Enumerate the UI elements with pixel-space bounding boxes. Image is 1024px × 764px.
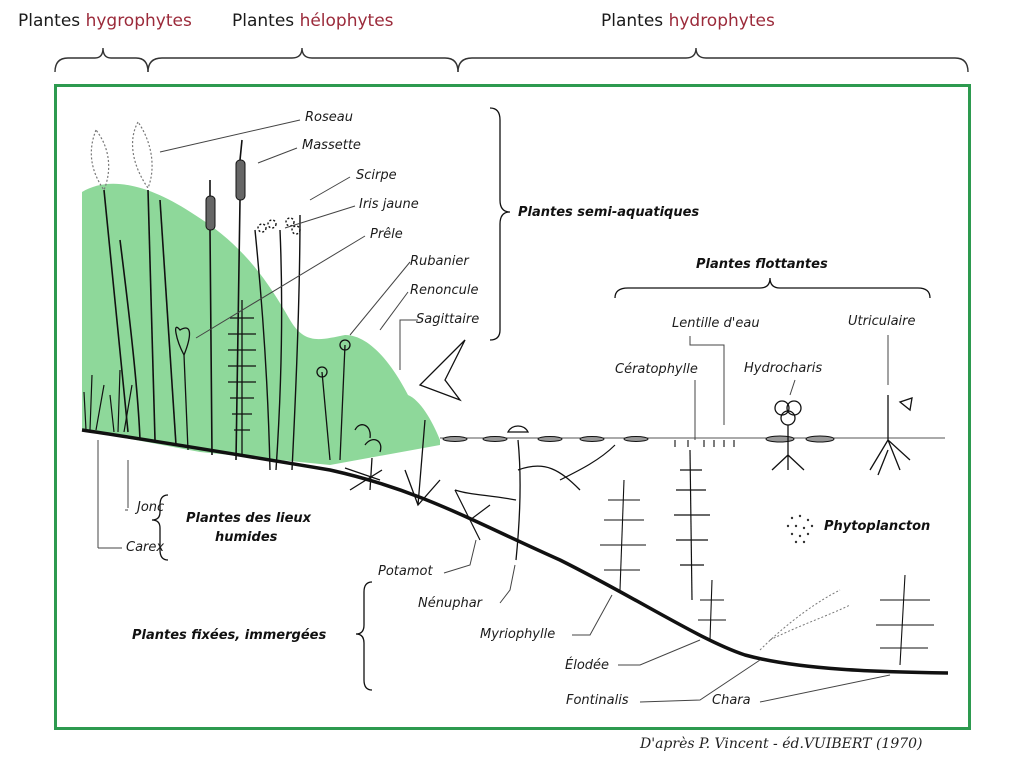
- zone-header: Plantes hygrophytes Plantes hélophytes P…: [0, 0, 1024, 80]
- jonc-plant: [83, 369, 133, 433]
- label-utriculaire: Utriculaire: [848, 314, 916, 329]
- group-fixees-immergees: Plantes fixées, immergées: [132, 628, 327, 643]
- label-sagittaire: Sagittaire: [416, 312, 480, 327]
- label-ceratophylle: Cératophylle: [615, 362, 698, 377]
- iris-plant: [174, 326, 191, 451]
- header-braces: [54, 47, 969, 73]
- floating-leaves: [442, 435, 835, 443]
- group-braces: [151, 107, 931, 691]
- label-myriophylle: Myriophylle: [480, 627, 556, 642]
- label-roseau: Roseau: [305, 110, 353, 125]
- lake-bed-profile: [81, 428, 949, 675]
- reed-stems: [103, 189, 177, 446]
- lentille-plant: [674, 440, 735, 447]
- leader-lines: [97, 119, 891, 703]
- label-massette: Massette: [302, 138, 361, 153]
- elodee-plant: [698, 579, 726, 641]
- myriophylle-plant: [600, 479, 646, 591]
- renoncule-plant: [344, 424, 383, 491]
- massette-plant: [205, 139, 246, 461]
- source-credit: D'après P. Vincent - éd.VUIBERT (1970): [640, 736, 923, 752]
- prele-plant: [228, 300, 256, 455]
- diagram-frame: [54, 84, 971, 730]
- header-hydrophytes: Plantes hydrophytes: [601, 11, 775, 31]
- rubanier-plant: [316, 339, 351, 461]
- hydrocharis-plant: [771, 400, 805, 471]
- label-potamot: Potamot: [378, 564, 433, 579]
- label-rubanier: Rubanier: [410, 254, 469, 269]
- fontinalis-plant: [759, 589, 851, 651]
- label-nenuphar: Nénuphar: [418, 596, 483, 611]
- scirpe-plant: [254, 214, 301, 471]
- label-scirpe: Scirpe: [356, 168, 397, 183]
- nenuphar-plant: [454, 425, 581, 561]
- group-flottantes: Plantes flottantes: [696, 257, 828, 272]
- header-hygrophytes: Plantes hygrophytes: [18, 11, 192, 31]
- label-renoncule: Renoncule: [410, 283, 479, 298]
- label-carex: Carex: [126, 540, 165, 555]
- label-jonc: Jonc: [137, 500, 165, 515]
- phytoplancton-dots: [786, 514, 814, 544]
- label-prele: Prêle: [370, 227, 403, 242]
- label-hydrocharis: Hydrocharis: [744, 361, 823, 376]
- label-elodee: Élodée: [565, 658, 610, 673]
- header-helophytes: Plantes hélophytes: [232, 11, 394, 31]
- group-lieux-humides-line2: humides: [215, 530, 278, 545]
- label-chara: Chara: [712, 693, 751, 708]
- utriculaire-plant: [869, 395, 913, 476]
- bank-green-area: [82, 183, 440, 465]
- label-fontinalis: Fontinalis: [566, 693, 629, 708]
- group-lieux-humides-line1: Plantes des lieux: [186, 511, 312, 526]
- roseau-plant: [90, 120, 153, 192]
- potamot-plant: [454, 444, 616, 541]
- sagittaire-plant: [404, 339, 466, 507]
- chara-plant: [876, 574, 934, 666]
- ceratophylle-plant: [674, 449, 710, 601]
- group-phytoplancton: Phytoplancton: [824, 519, 931, 534]
- label-lentille-d-eau: Lentille d'eau: [672, 316, 760, 331]
- group-semi-aquatiques: Plantes semi-aquatiques: [518, 205, 700, 220]
- label-iris-jaune: Iris jaune: [359, 197, 419, 212]
